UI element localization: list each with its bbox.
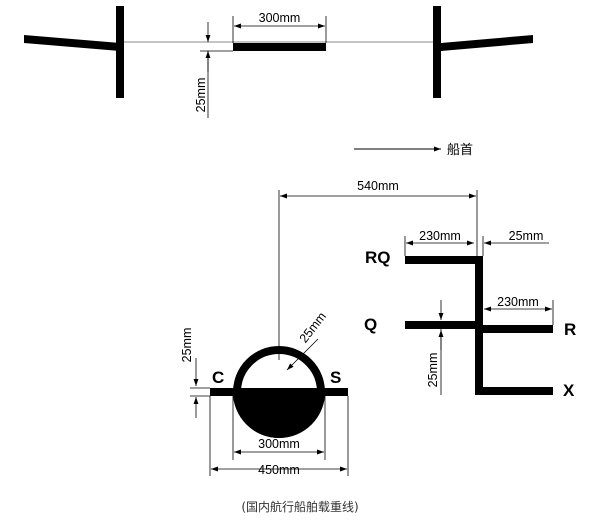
ring-dim-25-radius: 25mm xyxy=(297,310,329,346)
dim-230-lower: 230mm xyxy=(497,295,539,309)
ring-dim-25-left: 25mm xyxy=(180,328,194,363)
label-s: S xyxy=(330,368,341,387)
deck-line-bar xyxy=(233,43,326,51)
right-deck-bar xyxy=(441,35,533,51)
rq-bar xyxy=(405,256,483,264)
dim-25-upper: 25mm xyxy=(509,229,544,243)
bow-label: 船首 xyxy=(447,143,473,158)
label-rq: RQ xyxy=(365,248,391,267)
bow-arrow: 船首 xyxy=(354,143,473,158)
load-line-marks: 540mm 230mm 25mm 230mm 25mm RQ Q R X xyxy=(278,179,576,400)
top-section: 300mm 25mm xyxy=(24,6,533,118)
caption: (国内航行船舶载重线) xyxy=(241,499,358,514)
dim-25-vertical: 25mm xyxy=(426,353,440,388)
dim-540: 540mm xyxy=(357,179,399,193)
r-bar xyxy=(475,325,553,333)
q-bar xyxy=(405,321,483,329)
label-q: Q xyxy=(364,315,377,334)
x-bar xyxy=(475,387,553,395)
left-deck-bar xyxy=(24,35,120,51)
label-c: C xyxy=(212,368,224,387)
ring-horizontal-bar xyxy=(210,388,348,396)
right-post xyxy=(433,6,441,98)
ring-dim-300: 300mm xyxy=(258,437,300,451)
load-line-ring: 25mm 25mm C S 300mm 450mm xyxy=(180,310,349,477)
label-r: R xyxy=(564,320,576,339)
label-x: X xyxy=(563,381,575,400)
top-dim-300: 300mm xyxy=(259,11,301,25)
top-dim-25: 25mm xyxy=(194,78,208,113)
dim-230-upper: 230mm xyxy=(419,229,461,243)
ring-dim-450: 450mm xyxy=(258,463,300,477)
left-post xyxy=(116,6,124,98)
